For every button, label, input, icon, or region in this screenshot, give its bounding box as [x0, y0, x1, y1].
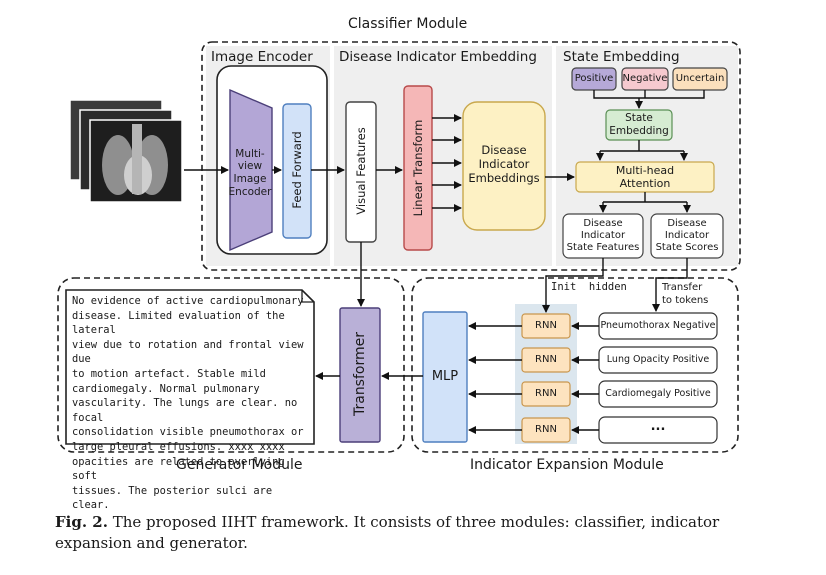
rnn-cells — [521, 313, 571, 443]
image-encoder-title: Image Encoder — [211, 49, 313, 65]
mlp-label: MLP — [431, 369, 459, 385]
xray-images — [69, 99, 183, 203]
disease-indicator-embeddings-label: Disease Indicator Embeddings — [463, 130, 545, 200]
transformer-shape — [339, 307, 381, 443]
token-cardiomegaly-positive: Cardiomegaly Positive — [605, 388, 711, 400]
caption-text: The proposed IIHT framework. It consists… — [55, 513, 720, 552]
multi-head-attention-label: Multi-head Attention — [576, 162, 714, 192]
multiview-encoder-shape — [229, 88, 273, 252]
state-scores-line-1: Disease — [667, 218, 707, 229]
token-pneumothorax-negative: Pneumothorax Negative — [600, 320, 716, 332]
expansion-module-title: Indicator Expansion Module — [470, 457, 664, 473]
embeddings-shape — [462, 101, 546, 231]
disease-indicator-embedding-title: Disease Indicator Embedding — [339, 49, 537, 65]
state-scores-label: Disease Indicator State Scores — [651, 214, 723, 258]
state-features-label: Disease Indicator State Features — [563, 214, 643, 258]
transfer-line-2: to tokens — [662, 295, 709, 306]
state-scores-line-3: State Scores — [655, 242, 719, 253]
classifier-module-frame — [201, 41, 741, 271]
init-hidden-label: Init hidden — [551, 281, 627, 293]
caption-label: Fig. 2. — [55, 513, 108, 531]
state-embedding-line-2: Embedding — [609, 125, 669, 137]
transfer-line-1: Transfer — [662, 282, 703, 293]
uncertain-state: Uncertain — [675, 73, 725, 84]
transformer-label: Transformer — [352, 332, 368, 417]
encoder-line-2: view — [237, 160, 263, 173]
token-ellipsis: ... — [650, 419, 666, 435]
state-embedding-label: State Embedding — [606, 110, 672, 140]
multiview-encoder-label: Multi- view Image Encoder — [228, 140, 272, 206]
transfer-to-tokens-label: Transfer to tokens — [662, 281, 708, 307]
encoder-line-3: Image — [233, 173, 267, 185]
encoder-line-1: Multi- — [235, 147, 265, 160]
embeddings-line-1: Disease — [481, 143, 527, 158]
state-embedding-line-1: State — [625, 112, 653, 125]
state-features-line-2: Indicator — [580, 230, 626, 241]
visual-features-label: Visual Features — [354, 127, 368, 215]
state-scores-line-2: Indicator — [664, 230, 710, 241]
feed-forward-label: Feed Forward — [290, 131, 304, 209]
negative-state: Negative — [622, 73, 668, 84]
expansion-module-frame — [411, 277, 739, 453]
linear-transform-label: Linear Transform — [411, 119, 425, 217]
encoder-line-4: Encoder — [228, 185, 272, 198]
rnn-label: RNN — [535, 388, 557, 399]
rnn-label: RNN — [535, 320, 557, 331]
embeddings-line-2: Indicator — [478, 157, 530, 172]
linear-transform-shape — [403, 85, 433, 251]
arrows — [184, 90, 705, 434]
figure-caption: Fig. 2. The proposed IIHT framework. It … — [55, 512, 795, 554]
mlp-shape — [422, 311, 468, 443]
state-features-line-3: State Features — [566, 242, 640, 253]
generator-module-title: Generator Module — [176, 457, 303, 473]
generated-report-text: No evidence of active cardiopulmonary di… — [72, 295, 304, 512]
generator-module-frame — [57, 277, 405, 453]
embeddings-line-3: Embeddings — [468, 170, 540, 185]
attention-line-2: Attention — [619, 177, 671, 190]
classifier-module-title: Classifier Module — [348, 16, 468, 32]
rnn-label: RNN — [535, 354, 557, 365]
attention-line-1: Multi-head — [615, 163, 675, 177]
positive-state: Positive — [574, 73, 614, 84]
report-paper — [65, 289, 315, 445]
state-embedding-title: State Embedding — [563, 49, 680, 65]
rnn-label: RNN — [535, 424, 557, 435]
token-lung-opacity-positive: Lung Opacity Positive — [606, 354, 710, 366]
state-features-line-1: Disease — [583, 218, 623, 229]
feed-forward-shape — [282, 103, 312, 239]
